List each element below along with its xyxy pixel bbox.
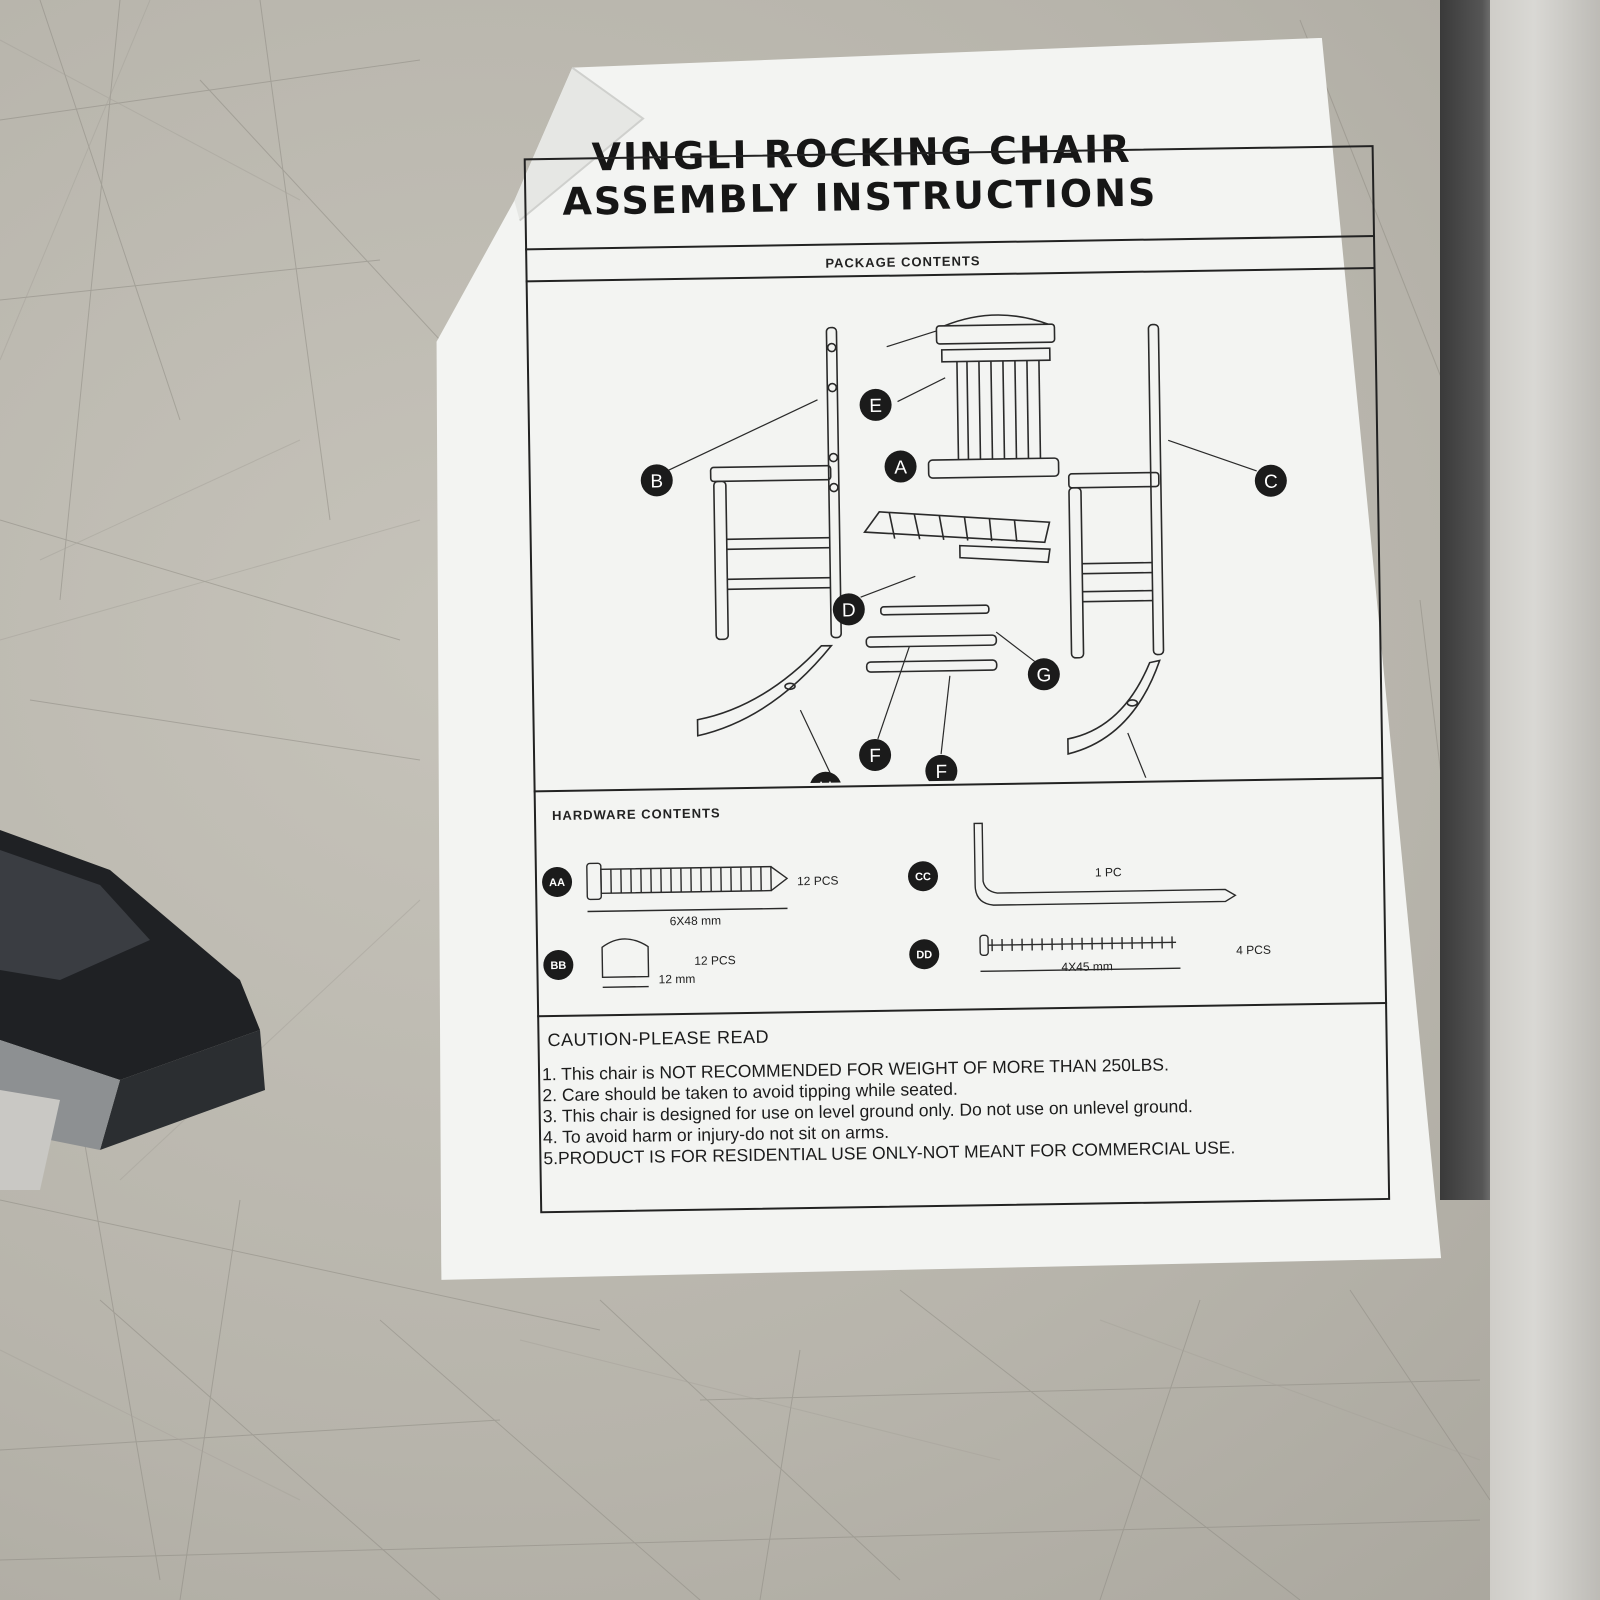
label-A-circle	[884, 450, 917, 483]
background-panel	[1490, 0, 1600, 1600]
part-seat	[863, 511, 1051, 564]
label-F1-circle	[859, 738, 892, 771]
screw-DD	[979, 934, 1181, 973]
bolt-AA	[586, 862, 789, 913]
label-G: G	[1036, 665, 1051, 686]
label-F2-circle	[925, 754, 958, 787]
label-H1-circle	[809, 771, 842, 788]
label-E: E	[869, 396, 882, 417]
code-AA-circle	[542, 866, 573, 897]
part-back-slats	[927, 314, 1060, 479]
hardware-DD-size: 4X45 mm	[1061, 959, 1113, 975]
allen-key-CC	[973, 822, 1237, 906]
label-F1: F	[869, 746, 881, 767]
hardware-BB-quantity: 12 PCS	[694, 953, 736, 968]
plug-BB	[601, 938, 650, 988]
package-contents-heading: PACKAGE CONTENTS	[825, 253, 981, 271]
caution-list: 1. This chair is NOT RECOMMENDED FOR WEI…	[542, 1053, 1236, 1169]
label-D: D	[842, 600, 856, 621]
hardware-BB-size: 12 mm	[658, 971, 696, 987]
hardware-AA-quantity: 12 PCS	[796, 873, 839, 889]
part-left-side	[709, 326, 842, 641]
hardware-diagram: AA BB CC DD	[542, 822, 1237, 988]
label-G-circle	[1027, 658, 1060, 691]
package-contents-diagram: A B C D E F F G H H	[640, 314, 1287, 788]
code-BB: BB	[550, 960, 566, 972]
instruction-sheet: VINGLI ROCKING CHAIR ASSEMBLY INSTRUCTIO…	[422, 36, 1453, 1300]
label-B-circle	[640, 464, 673, 497]
code-CC: CC	[915, 871, 931, 883]
label-D-circle	[832, 593, 865, 626]
label-B: B	[650, 471, 663, 492]
label-E-circle	[859, 388, 892, 421]
code-CC-circle	[908, 861, 939, 892]
hardware-DD-quantity: 4 PCS	[1236, 942, 1272, 958]
caution-title: CAUTION-PLEASE READ	[547, 1026, 770, 1051]
label-C-circle	[1254, 464, 1287, 497]
code-AA: AA	[549, 877, 565, 889]
code-DD: DD	[916, 949, 932, 961]
code-BB-circle	[543, 949, 574, 980]
hardware-CC-quantity: 1 PC	[1094, 865, 1122, 880]
code-DD-circle	[909, 939, 940, 970]
part-right-side	[1067, 323, 1165, 659]
paper	[436, 37, 1442, 1280]
hardware-AA-size: 6X48 mm	[669, 913, 722, 929]
black-chair-part	[0, 830, 265, 1190]
label-C: C	[1264, 472, 1278, 493]
label-F2: F	[935, 762, 947, 783]
part-stretchers	[865, 604, 998, 673]
label-A: A	[894, 457, 907, 478]
part-rockers	[696, 644, 1161, 755]
